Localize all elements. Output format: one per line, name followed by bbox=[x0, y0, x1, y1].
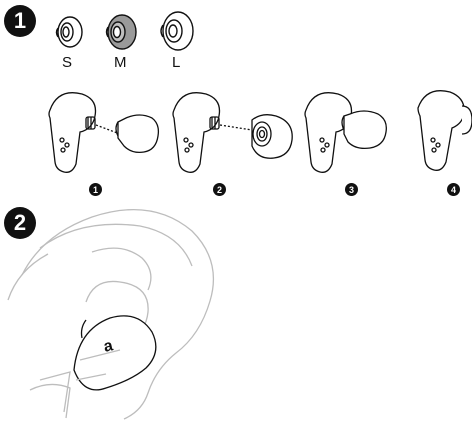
section-1-number: 1 bbox=[13, 8, 27, 33]
section-2-badge: 2 bbox=[4, 207, 36, 239]
ear-tip-small-icon bbox=[55, 16, 83, 48]
size-label-s: S bbox=[62, 54, 73, 71]
step-3-illustration bbox=[304, 92, 387, 173]
section-1-badge: 1 bbox=[4, 5, 36, 37]
step-4-illustration bbox=[417, 90, 472, 171]
step-4-badge: 4 bbox=[447, 183, 460, 196]
size-label-l: L bbox=[172, 54, 181, 71]
step-1-illustration bbox=[48, 92, 160, 173]
step-1-badge: 1 bbox=[89, 183, 102, 196]
step-3-number: 3 bbox=[348, 184, 354, 195]
section-2-number: 2 bbox=[13, 210, 27, 235]
ear-tip-medium-icon bbox=[105, 14, 137, 50]
step-2-badge: 2 bbox=[213, 183, 226, 196]
step-4-number: 4 bbox=[450, 184, 456, 195]
ear-tip-large-icon bbox=[160, 11, 194, 51]
step-2-illustration bbox=[172, 92, 293, 173]
ear-illustration bbox=[7, 208, 214, 420]
step-3-badge: 3 bbox=[345, 183, 358, 196]
size-label-m: M bbox=[114, 54, 127, 71]
step-1-number: 1 bbox=[92, 184, 98, 195]
step-2-number: 2 bbox=[216, 184, 222, 195]
